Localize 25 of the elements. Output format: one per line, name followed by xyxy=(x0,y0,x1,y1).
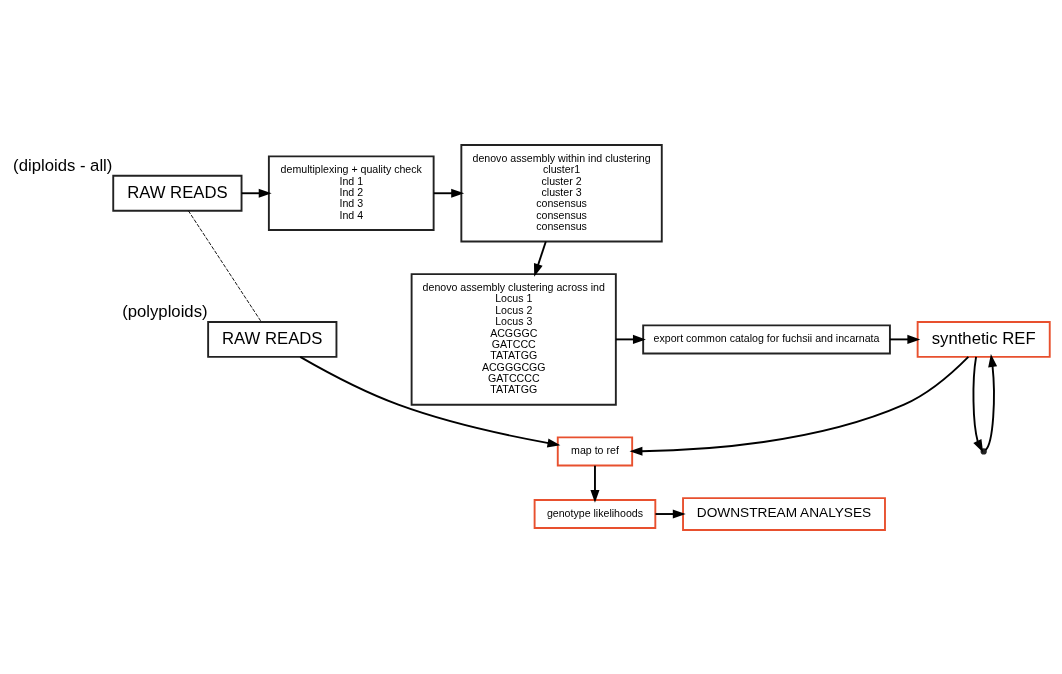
node-label: (polyploids) xyxy=(122,301,208,321)
node-box: RAW READS xyxy=(207,320,338,358)
arrow xyxy=(654,509,686,519)
node-box: RAW READS xyxy=(112,174,243,212)
node-box: genotype likelihoods xyxy=(533,498,657,529)
arrow xyxy=(972,355,984,452)
node-box: denovo assembly within ind clustering cluster1 cluster 2 cluster 3 consensus consensus consensus xyxy=(460,143,663,242)
arrow xyxy=(533,240,547,277)
connector xyxy=(188,209,262,322)
node-label: (diploids - all) xyxy=(13,155,113,175)
arrow xyxy=(984,353,998,451)
arrow xyxy=(615,334,646,344)
node-box: DOWNSTREAM ANALYSES xyxy=(682,496,886,531)
arrow xyxy=(889,334,921,344)
node-box: synthetic REF xyxy=(916,320,1051,358)
arrow xyxy=(432,188,465,198)
arrow xyxy=(299,355,561,447)
node-box: demultiplexing + quality check Ind 1 Ind 2 Ind 3 Ind 4 xyxy=(267,155,435,231)
node-box: export common catalog for fuchsii and incarnata xyxy=(642,323,891,354)
arrow xyxy=(590,464,600,503)
node-box: denovo assembly clustering across ind Locus 1 Locus 2 Locus 3 ACGGGC GATCCC TATATGG ACGGGCGG GATCCCC TATATGG xyxy=(410,272,617,406)
node-box: map to ref xyxy=(556,435,634,466)
arrow xyxy=(240,188,272,198)
node-point xyxy=(980,447,987,454)
arrow xyxy=(629,355,970,456)
